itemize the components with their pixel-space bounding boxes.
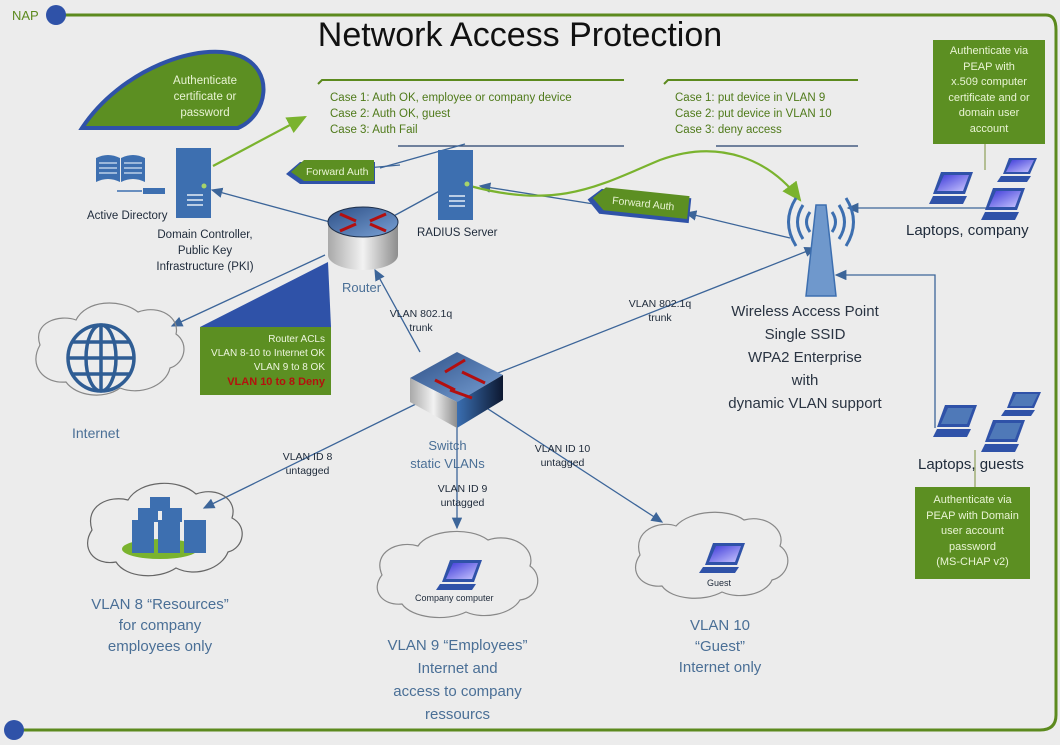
wireless-access-point-icon bbox=[787, 197, 855, 297]
internet-label: Internet bbox=[72, 425, 120, 441]
switch-label: Switch static VLANs bbox=[410, 438, 485, 471]
internet-cloud bbox=[35, 302, 185, 396]
switch-icon bbox=[410, 352, 503, 428]
frame-start-dot bbox=[46, 5, 66, 25]
guest-laptop-icon bbox=[699, 543, 745, 573]
laptops-guests-label: Laptops, guests bbox=[918, 456, 1024, 473]
vlan9-cloud bbox=[376, 530, 539, 619]
vlan10-cloud bbox=[634, 511, 789, 599]
vlan10-link-label: VLAN ID 10 untagged bbox=[534, 443, 591, 469]
auth-bubble-text: Authenticate certificate or password bbox=[173, 75, 237, 119]
globe-icon bbox=[66, 323, 136, 393]
server-cluster-icon bbox=[132, 497, 206, 553]
router-acl-pointer bbox=[200, 262, 331, 327]
vlan8-cloud bbox=[87, 482, 243, 577]
radius-cases-list: Case 1: Auth OK, employee or company dev… bbox=[330, 92, 572, 136]
acl-deny-rule: VLAN 10 to 8 Deny bbox=[227, 376, 325, 388]
router-label: Router bbox=[342, 280, 382, 295]
company-auth-box: Authenticate via PEAP with x.509 compute… bbox=[933, 40, 1045, 144]
radius-server-icon bbox=[438, 150, 473, 220]
forward-auth-left-label: Forward Auth bbox=[306, 166, 369, 178]
vlan-cases-list: Case 1: put device in VLAN 9 Case 2: put… bbox=[675, 92, 832, 136]
router-icon bbox=[327, 206, 399, 270]
switch-to-wap-trunk bbox=[497, 246, 817, 374]
vlan8-link-label: VLAN ID 8 untagged bbox=[282, 451, 333, 477]
vlan9-zone-label: VLAN 9 “Employees” Internet and access t… bbox=[387, 637, 528, 723]
wap-label: Wireless Access Point Single SSID WPA2 E… bbox=[728, 303, 882, 412]
dc-to-cases-green-link bbox=[212, 115, 307, 167]
switch-to-router-trunk bbox=[374, 268, 421, 353]
switch-to-vlan8-link bbox=[202, 401, 421, 509]
radius-server-label: RADIUS Server bbox=[417, 227, 498, 239]
switch-to-vlan10-link bbox=[461, 391, 664, 523]
frame bbox=[4, 5, 1058, 740]
laptops-company-label: Laptops, company bbox=[906, 222, 1029, 239]
vlan8-zone-label: VLAN 8 “Resources” for company employees… bbox=[91, 596, 229, 655]
radius-to-wap-green-link bbox=[469, 150, 802, 202]
forward-auth-tag-right bbox=[587, 187, 692, 224]
domain-controller-label: Domain Controller, Public Key Infrastruc… bbox=[156, 229, 254, 273]
company-computer-laptop-icon bbox=[436, 560, 482, 590]
vlan9-link-label: VLAN ID 9 untagged bbox=[437, 483, 488, 509]
active-directory-icon bbox=[96, 155, 165, 194]
router-trunk-label: VLAN 802.1q trunk bbox=[389, 308, 453, 334]
router-acls-box: Router ACLs VLAN 8-10 to Internet OK VLA… bbox=[200, 327, 331, 395]
forward-auth-tag-left bbox=[286, 160, 375, 184]
laptops-guests-link bbox=[834, 269, 936, 428]
guest-laptop-label: Guest bbox=[707, 578, 732, 588]
forward-auth-left-link bbox=[379, 143, 466, 169]
active-directory-label: Active Directory bbox=[87, 210, 168, 222]
router-to-dc-link bbox=[210, 187, 331, 223]
domain-controller-server-icon bbox=[176, 148, 211, 218]
auth-bubble-shape bbox=[78, 49, 266, 130]
router-to-internet-link bbox=[170, 254, 326, 327]
corner-tag: NAP bbox=[12, 8, 39, 23]
laptops-guests-icon bbox=[933, 392, 1041, 452]
guest-auth-box: Authenticate via PEAP with Domain user a… bbox=[915, 487, 1030, 579]
wap-to-forward-auth-link bbox=[684, 210, 791, 239]
vlan-cases-top-rule bbox=[663, 79, 858, 85]
frame-end-dot bbox=[4, 720, 24, 740]
page-title: Network Access Protection bbox=[317, 16, 723, 54]
vlan10-zone-label: VLAN 10 “Guest” Internet only bbox=[678, 617, 762, 676]
laptops-company-icon bbox=[929, 158, 1037, 220]
company-computer-label: Company computer bbox=[415, 593, 494, 603]
wap-trunk-label: VLAN 802.1q trunk bbox=[628, 298, 692, 324]
radius-cases-top-rule bbox=[317, 79, 624, 85]
